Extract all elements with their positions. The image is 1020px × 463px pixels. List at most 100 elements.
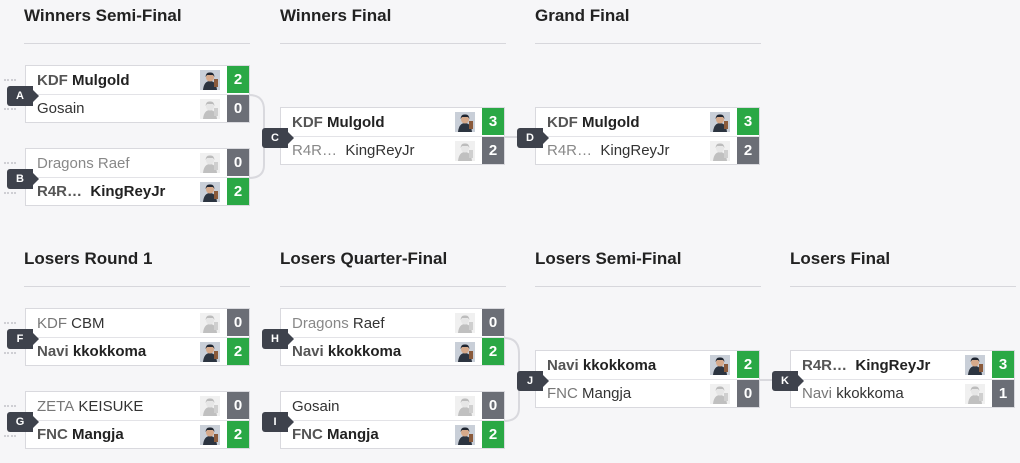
score-badge: 2 <box>227 338 249 365</box>
player-avatar-icon <box>200 70 220 90</box>
player-name: Mangja <box>582 385 632 402</box>
match-row-bottom[interactable]: Gosain 0 <box>26 94 249 122</box>
match-k[interactable]: R4R… KingReyJr 3 Navi kkokkoma 1 <box>790 350 1015 408</box>
entry-stub <box>4 322 16 324</box>
score-badge: 2 <box>482 338 504 365</box>
entry-stub <box>4 162 16 164</box>
player-avatar-icon <box>455 342 475 362</box>
player-avatar-icon <box>455 396 475 416</box>
team-prefix: Dragons <box>37 154 94 172</box>
match-row-top[interactable]: Dragons Raef 0 <box>26 149 249 177</box>
team-prefix: R4R… <box>547 142 593 159</box>
round-divider <box>280 43 506 44</box>
match-tag-i: I <box>262 412 294 432</box>
team-prefix: Dragons <box>292 314 349 332</box>
entry-stub <box>4 352 16 354</box>
match-row-top[interactable]: ZETA KEISUKE 0 <box>26 392 249 420</box>
match-a[interactable]: KDF Mulgold 2 Gosain 0 <box>25 65 250 123</box>
match-row-top[interactable]: Gosain 0 <box>281 392 504 420</box>
player-avatar-icon <box>965 384 985 404</box>
round-divider <box>24 286 250 287</box>
player-avatar-icon <box>200 153 220 173</box>
round-title-winners-final: Winners Final <box>280 6 392 25</box>
match-row-bottom[interactable]: R4R… KingReyJr 2 <box>281 136 504 164</box>
team-prefix: KDF <box>292 113 323 131</box>
match-row-top[interactable]: KDF Mulgold 2 <box>26 66 249 94</box>
player-avatar-icon <box>710 384 730 404</box>
player-name: KingReyJr <box>345 142 415 159</box>
match-tag-f: F <box>7 329 39 349</box>
score-badge: 0 <box>227 149 249 176</box>
score-badge: 2 <box>737 137 759 164</box>
player-avatar-icon <box>455 112 475 132</box>
round-title-losers-round-1: Losers Round 1 <box>24 249 153 268</box>
entry-stub <box>4 435 16 437</box>
score-badge: 0 <box>482 392 504 419</box>
player-avatar-icon <box>455 425 475 445</box>
team-prefix: ZETA <box>37 397 75 415</box>
match-g[interactable]: ZETA KEISUKE 0 FNC Mangja 2 <box>25 391 250 449</box>
player-avatar-icon <box>200 99 220 119</box>
entry-stub <box>4 108 16 110</box>
match-row-top[interactable]: KDF CBM 0 <box>26 309 249 337</box>
team-prefix: Navi <box>292 343 324 360</box>
team-prefix: KDF <box>547 113 578 131</box>
round-title-losers-semi-final: Losers Semi-Final <box>535 249 682 268</box>
match-f[interactable]: KDF CBM 0 Navi kkokkoma 2 <box>25 308 250 366</box>
match-tag-d: D <box>517 128 549 148</box>
player-avatar-icon <box>710 141 730 161</box>
score-badge: 0 <box>737 380 759 407</box>
match-row-bottom[interactable]: Navi kkokkoma 2 <box>26 337 249 365</box>
team-prefix: R4R… <box>292 142 338 159</box>
match-c[interactable]: KDF Mulgold 3 R4R… KingReyJr 2 <box>280 107 505 165</box>
match-tag-k: K <box>772 371 804 391</box>
player-name: Gosain <box>37 100 85 117</box>
player-name: Mangja <box>327 426 379 443</box>
round-title-losers-final: Losers Final <box>790 249 891 268</box>
score-badge: 3 <box>737 108 759 135</box>
player-avatar-icon <box>200 313 220 333</box>
match-row-bottom[interactable]: FNC Mangja 0 <box>536 379 759 407</box>
match-j[interactable]: Navi kkokkoma 2 FNC Mangja 0 <box>535 350 760 408</box>
score-badge: 2 <box>482 421 504 448</box>
team-prefix: Navi <box>547 356 579 374</box>
match-row-top[interactable]: Navi kkokkoma 2 <box>536 351 759 379</box>
player-name: KingReyJr <box>855 356 931 374</box>
match-row-bottom[interactable]: Navi kkokkoma 2 <box>281 337 504 365</box>
player-avatar-icon <box>710 355 730 375</box>
match-i[interactable]: Gosain 0 FNC Mangja 2 <box>280 391 505 449</box>
round-divider <box>280 286 506 287</box>
player-name: Raef <box>352 314 385 332</box>
match-row-bottom[interactable]: R4R… KingReyJr 2 <box>26 177 249 205</box>
score-badge: 3 <box>992 351 1014 378</box>
round-title-losers-quarter-final: Losers Quarter-Final <box>280 249 448 268</box>
match-row-bottom[interactable]: FNC Mangja 2 <box>26 420 249 448</box>
match-row-bottom[interactable]: Navi kkokkoma 1 <box>791 379 1014 407</box>
player-name: KingReyJr <box>600 142 670 159</box>
player-avatar-icon <box>200 425 220 445</box>
entry-stub <box>4 79 16 81</box>
team-prefix: KDF <box>37 314 67 332</box>
match-d[interactable]: KDF Mulgold 3 R4R… KingReyJr 2 <box>535 107 760 165</box>
match-h[interactable]: Dragons Raef 0 Navi kkokkoma 2 <box>280 308 505 366</box>
player-name: Mangja <box>72 426 124 443</box>
score-badge: 0 <box>482 309 504 336</box>
match-row-top[interactable]: Dragons Raef 0 <box>281 309 504 337</box>
round-divider <box>535 43 761 44</box>
match-row-top[interactable]: KDF Mulgold 3 <box>536 108 759 136</box>
player-name: Gosain <box>292 397 340 415</box>
team-prefix: Navi <box>37 343 69 360</box>
match-row-top[interactable]: R4R… KingReyJr 3 <box>791 351 1014 379</box>
entry-stub <box>4 192 16 194</box>
match-b[interactable]: Dragons Raef 0 R4R… KingReyJr 2 <box>25 148 250 206</box>
team-prefix: FNC <box>547 385 578 402</box>
player-avatar-icon <box>200 182 220 202</box>
match-tag-c: C <box>262 128 294 148</box>
match-row-bottom[interactable]: R4R… KingReyJr 2 <box>536 136 759 164</box>
round-title-winners-semi-final: Winners Semi-Final <box>24 6 182 25</box>
round-divider <box>24 43 250 44</box>
player-name: KingReyJr <box>90 183 166 200</box>
match-row-top[interactable]: KDF Mulgold 3 <box>281 108 504 136</box>
match-row-bottom[interactable]: FNC Mangja 2 <box>281 420 504 448</box>
score-badge: 1 <box>992 380 1014 407</box>
